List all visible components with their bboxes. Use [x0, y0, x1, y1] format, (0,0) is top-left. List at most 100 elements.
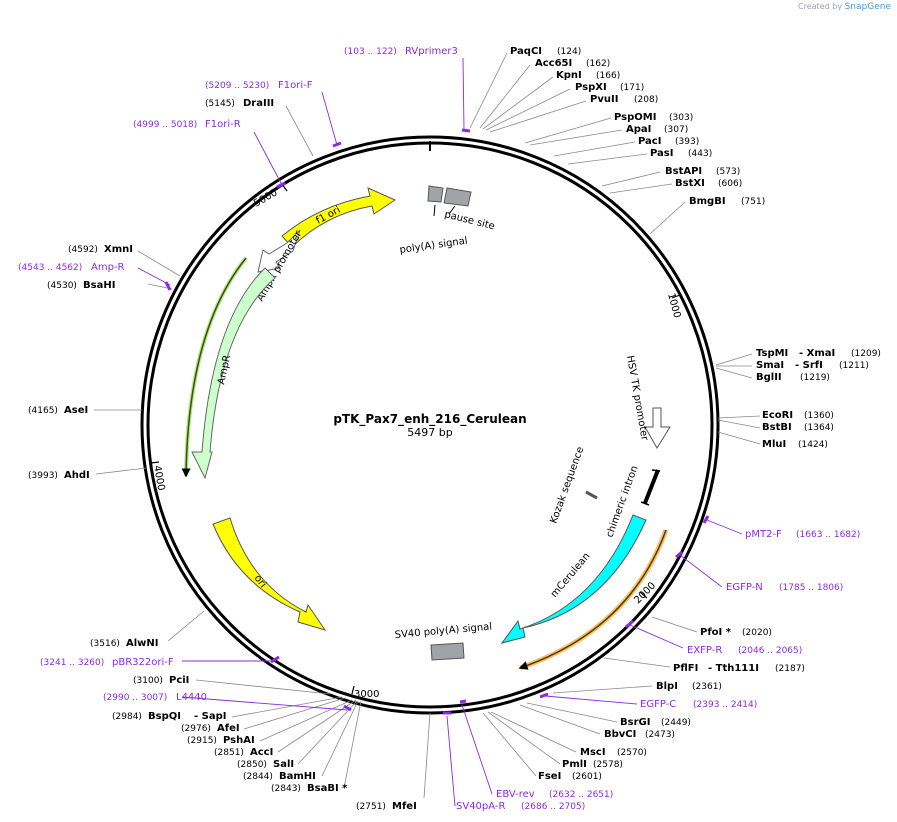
enzyme-afei: AfeI	[217, 723, 240, 734]
svg-text:(393): (393)	[675, 137, 699, 147]
pause-site-label: pause site	[443, 209, 496, 232]
svg-text:(2976): (2976)	[181, 724, 211, 734]
enzyme-tspmi: TspMI	[756, 348, 788, 359]
orange-site-arrow	[518, 529, 667, 670]
svg-text:(2020): (2020)	[742, 628, 772, 638]
svg-text:(4530): (4530)	[47, 281, 77, 291]
enzyme-smai: SmaI	[756, 360, 784, 371]
svg-text:(3100): (3100)	[133, 676, 163, 686]
enzyme-bstbi: BstBI	[762, 422, 792, 433]
svg-text:- Tth111I: - Tth111I	[708, 663, 759, 674]
svg-text:(2570): (2570)	[617, 748, 647, 758]
svg-text:(2361): (2361)	[692, 682, 722, 692]
sv40-polya-box	[430, 642, 465, 661]
hsv-tk-promoter-label: HSV TK promoter	[624, 355, 650, 443]
svg-text:(2850): (2850)	[237, 760, 267, 770]
svg-text:(1364): (1364)	[804, 423, 834, 433]
svg-text:(303): (303)	[669, 113, 693, 123]
svg-text:(171): (171)	[620, 83, 644, 93]
ampr-arrow	[191, 267, 276, 480]
enzyme-pasi: PasI	[650, 148, 673, 159]
svg-text:(1424): (1424)	[798, 440, 828, 450]
chimeric-intron-bar	[643, 469, 660, 504]
svg-text:(5145): (5145)	[205, 99, 235, 109]
enzyme-ecori: EcoRI	[762, 410, 793, 421]
enzyme-pspomi: PspOMI	[614, 112, 656, 123]
svg-text:(1211): (1211)	[839, 361, 869, 371]
primer-sv40pa-r: SV40pA-R	[456, 801, 505, 812]
tick-marks	[150, 183, 681, 695]
plasmid-length: 5497 bp	[407, 426, 452, 439]
enzyme-bbvci: BbvCI	[604, 729, 636, 740]
svg-text:(2473): (2473)	[645, 730, 675, 740]
primer-l4440: L4440	[176, 692, 207, 703]
hsv-tk-promoter-arrow	[644, 407, 671, 449]
enzyme-bglii: BglII	[756, 372, 782, 383]
enzyme-pshai: PshAI	[223, 735, 255, 746]
svg-text:(2046 .. 2065): (2046 .. 2065)	[738, 646, 802, 656]
svg-text:(166): (166)	[596, 71, 620, 81]
left-enzyme-labels: (5145) DraIII (4592) XmnI (4530) BsaHI (…	[28, 98, 417, 812]
tick-label-3000: 3000	[354, 689, 379, 700]
kozak-box	[585, 490, 598, 500]
enzyme-sali: SalI	[273, 759, 294, 770]
enzyme-mlui: MluI	[762, 439, 786, 450]
enzyme-bmgbi: BmgBI	[689, 196, 726, 207]
svg-text:(2844): (2844)	[243, 772, 273, 782]
primer-ebv-rev: EBV-rev	[496, 789, 535, 800]
ori-arrow	[212, 517, 327, 631]
enzyme-msci: MscI	[580, 747, 606, 758]
svg-text:(2632 .. 2651): (2632 .. 2651)	[549, 790, 613, 800]
enzyme-blpi: BlpI	[656, 681, 678, 692]
svg-text:(2393 .. 2414): (2393 .. 2414)	[693, 700, 757, 710]
enzyme-pflfi: PflFI	[673, 663, 698, 674]
svg-text:(2851): (2851)	[214, 748, 244, 758]
svg-text:(4999 .. 5018): (4999 .. 5018)	[133, 120, 197, 130]
primer-leaders	[137, 57, 743, 807]
enzyme-draiii: DraIII	[243, 98, 274, 109]
enzyme-bsahi: BsaHI	[83, 280, 115, 291]
svg-text:(4165): (4165)	[28, 406, 58, 416]
primer-pmt2-f: pMT2-F	[745, 529, 782, 540]
svg-text:(124): (124)	[557, 47, 581, 57]
enzyme-bamhi: BamHI	[279, 771, 316, 782]
primer-rvprimer3: RVprimer3	[405, 46, 458, 57]
primer-pbr322ori-f: pBR322ori-F	[112, 657, 174, 668]
svg-text:(2751): (2751)	[356, 802, 386, 812]
primer-egfp-c: EGFP-C	[640, 699, 676, 710]
svg-text:- SrfI: - SrfI	[795, 360, 823, 371]
svg-text:(2843): (2843)	[271, 784, 301, 794]
primer-labels: (103 .. 122) RVprimer3 (5209 .. 5230) F1…	[18, 46, 860, 812]
enzyme-pcii: PciI	[169, 675, 189, 686]
svg-text:(1360): (1360)	[804, 411, 834, 421]
svg-text:(1219): (1219)	[800, 373, 830, 383]
enzyme-asei: AseI	[64, 405, 88, 416]
svg-text:(4592): (4592)	[68, 245, 98, 255]
svg-text:(1785 .. 1806): (1785 .. 1806)	[779, 583, 843, 593]
tick-label-4000: 4000	[151, 465, 166, 492]
enzyme-bsrgi: BsrGI	[620, 717, 650, 728]
svg-text:(2990 .. 3007): (2990 .. 3007)	[103, 693, 167, 703]
svg-text:(751): (751)	[741, 197, 765, 207]
enzyme-paci: PacI	[638, 136, 661, 147]
svg-text:(2187): (2187)	[775, 664, 805, 674]
enzyme-pvuii: PvuII	[590, 94, 618, 105]
enzyme-ahdi: AhdI	[64, 470, 90, 481]
svg-text:(606): (606)	[718, 179, 742, 189]
enzyme-paqci: PaqCI	[510, 46, 542, 57]
enzyme-bspqi: BspQI	[148, 711, 181, 722]
polya-signal-label: poly(A) signal	[399, 236, 468, 256]
snapgene-logo: SnapGene	[844, 2, 891, 12]
svg-text:(3516): (3516)	[90, 639, 120, 649]
primer-marks	[164, 128, 710, 715]
enzyme-pfoi: PfoI *	[700, 627, 732, 638]
enzyme-bstapi: BstAPI	[665, 166, 702, 177]
svg-text:- SapI: - SapI	[194, 711, 226, 722]
svg-text:(573): (573)	[716, 167, 740, 177]
svg-text:(3241 .. 3260): (3241 .. 3260)	[40, 658, 104, 668]
enzyme-acc65i: Acc65I	[535, 58, 572, 69]
svg-text:(103 .. 122): (103 .. 122)	[344, 47, 397, 57]
mcerulean-arrow	[500, 514, 647, 644]
svg-text:- XmaI: - XmaI	[799, 348, 835, 359]
